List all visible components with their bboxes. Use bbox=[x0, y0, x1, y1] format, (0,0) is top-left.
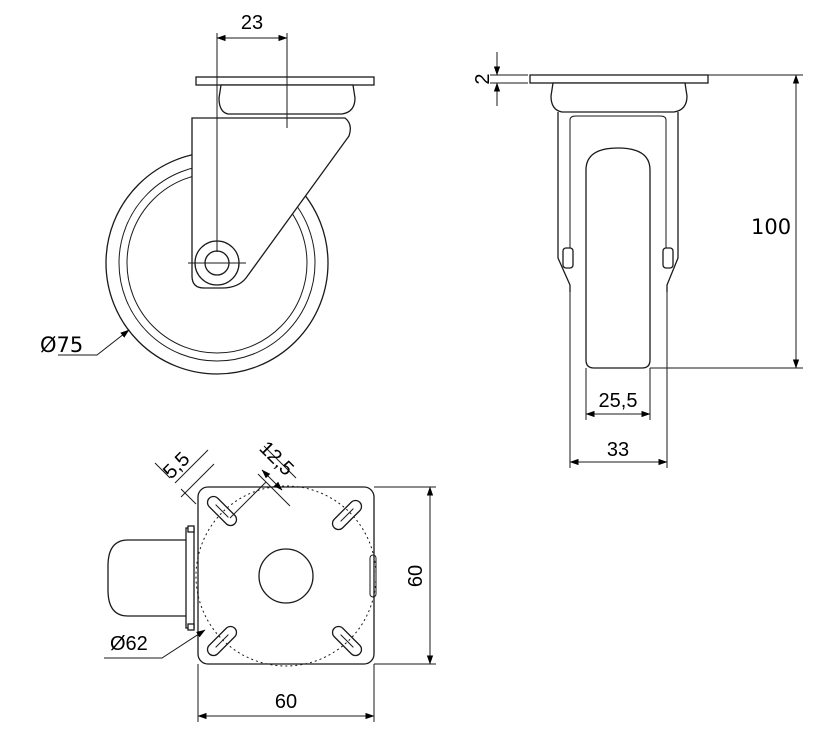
dim-wheel-diameter-label: Ø75 bbox=[40, 333, 83, 357]
dim-hole-width-label: 5,5 bbox=[159, 448, 194, 483]
front-wheel bbox=[585, 147, 651, 369]
fork-leg bbox=[191, 117, 351, 289]
top-view: 5,5 12,5 Ø62 60 60 bbox=[104, 437, 436, 722]
dim-bolt-circle-label: Ø62 bbox=[110, 633, 148, 655]
front-top-plate bbox=[529, 74, 709, 84]
bolt-circle bbox=[195, 485, 377, 667]
dim-offset-label: 23 bbox=[241, 12, 263, 34]
side-view: 23 Ø75 bbox=[40, 12, 375, 375]
top-wheel bbox=[107, 539, 189, 617]
dim-plate-height-label: 60 bbox=[405, 565, 427, 587]
front-view: 2 100 25,5 33 bbox=[472, 52, 803, 468]
center-hole bbox=[258, 548, 314, 604]
dim-fork-width-label: 33 bbox=[607, 439, 629, 461]
front-swivel-head bbox=[550, 82, 688, 113]
dim-plate-width-label: 60 bbox=[275, 691, 297, 713]
top-plate bbox=[195, 76, 375, 86]
dim-plate-thickness-label: 2 bbox=[472, 73, 494, 84]
front-fork bbox=[557, 112, 571, 292]
dim-tread-width-label: 25,5 bbox=[599, 390, 638, 412]
top-plate-square bbox=[197, 486, 375, 665]
slot-holes bbox=[206, 495, 363, 657]
dim-total-height-label: 100 bbox=[751, 215, 791, 239]
